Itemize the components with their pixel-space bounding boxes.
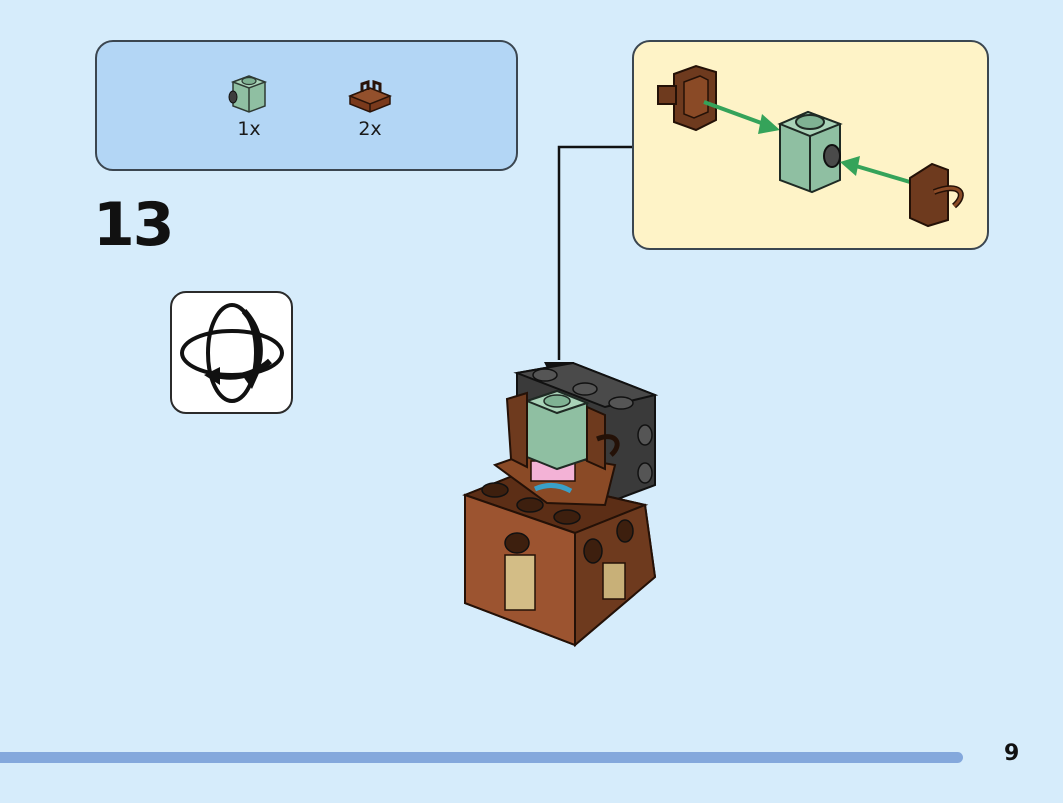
sub-assembly-callout — [632, 40, 989, 250]
sand-green-brick-icon — [777, 110, 843, 194]
callout-leader-line — [544, 145, 632, 390]
right-clip-plate-icon — [909, 162, 964, 228]
parts-list-item: 1x — [223, 70, 275, 140]
assembled-model-illustration — [462, 361, 659, 648]
part-quantity: 2x — [358, 118, 382, 140]
parts-list-item: 2x — [344, 80, 396, 140]
green-arrow-icon — [840, 156, 860, 176]
reddish-brown-plate-with-clip-icon — [347, 80, 393, 113]
green-arrow-icon — [758, 114, 780, 134]
rotate-indicator-box — [170, 291, 293, 414]
rotate-model-icon — [180, 303, 284, 403]
sub-assembly-diagram — [657, 64, 964, 228]
step-number: 13 — [93, 190, 174, 260]
left-clip-plate-icon — [657, 64, 717, 132]
parts-list-box: 1x 2x — [95, 40, 518, 171]
progress-bar — [0, 752, 963, 763]
part-quantity: 1x — [237, 118, 261, 140]
sand-green-brick-1x1-with-stud-icon — [228, 75, 268, 113]
page-number: 9 — [1004, 741, 1020, 766]
